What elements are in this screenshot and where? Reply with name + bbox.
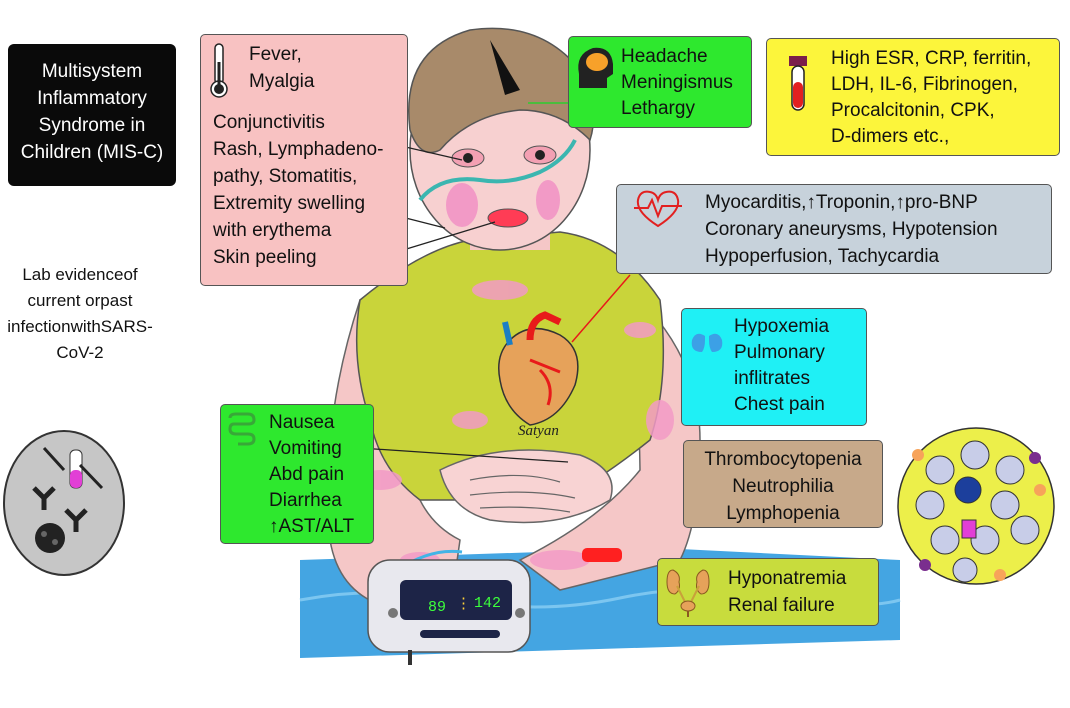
lab-evidence-line-2: past infection [7,291,133,336]
gi-box-line-2: Abd pain [269,464,345,485]
blood-tube-icon [789,56,807,111]
heart-pulse-icon [634,190,682,228]
cardiac-box-line-2: Hypoperfusion, Tachycardia [705,246,940,267]
heme-box-line-2: Lymphopenia [726,503,840,524]
kidneys-icon [666,569,710,617]
heart-label: Satyan [518,423,559,439]
pulmonary-box-line-3: Chest pain [734,394,825,415]
cardiac-box-line-0: Myocarditis,↑Troponin,↑pro-BNP [705,192,978,213]
neuro-box-line-0: Headache [621,46,708,67]
pulmonary-box-line-2: inflitrates [734,368,811,389]
rash-red-patch [582,548,622,562]
lab-box-line-2: Procalcitonin, CPK, [831,100,995,121]
heme-box-line-1: Neutrophilia [732,476,834,497]
title-box-line-0: Multisystem [41,61,143,82]
neuro-box-line-2: Lethargy [621,98,695,119]
fever-box-line-0: Fever, [249,44,302,65]
lab-box-line-1: LDH, IL-6, Fibrinogen, [831,74,1018,95]
title-box-line-2: Syndrome in [38,115,146,136]
pulmonary-box-line-1: Pulmonary [734,342,825,363]
gi-box-line-4: ↑AST/ALT [269,516,355,537]
gi-box-line-0: Nausea [269,412,335,433]
cheek-rash-left [446,183,478,227]
monitor-indicator-icon: ⋮ [456,596,471,613]
nasal-cannula [418,139,577,202]
gi-box-line-3: Diarrhea [269,490,342,511]
heart-coronary [529,358,561,406]
sars-cov-2-icon [3,430,125,576]
fever-box-line-3: Conjunctivitis [213,112,325,133]
heart-aorta [526,311,562,341]
renal-box-line-1: Renal failure [728,595,835,616]
monitor-value-right: 142 [474,595,502,612]
heart-vessel-blue [502,321,513,346]
finger-lines [469,474,576,513]
monitor-value-left: 89 [428,599,447,616]
pulmonary-box-line-0: Hypoxemia [734,316,830,337]
fever-box-line-4: Rash, Lymphadeno- [213,139,384,160]
heme-box-line-0: Thrombocytopenia [704,449,862,470]
hands [439,449,613,524]
hair-streak [490,40,520,95]
cardiac-box: Myocarditis,↑Troponin,↑pro-BNP Coronary a… [616,184,1052,274]
lab-evidence-line-3: with [70,317,101,336]
lab-evidence-text: Lab evidenceof current orpast infectionw… [6,262,154,366]
fever-box-line-8: Skin peeling [213,247,317,268]
lab-evidence-line-1: of current or [27,265,138,310]
fever-box-line-5: pathy, Stomatitis, [213,166,358,187]
title-box-line-1: Inflammatory [37,88,147,109]
neuro-box-line-1: Meningismus [621,72,733,93]
renal-box-line-0: Hyponatremia [728,568,847,589]
intestine-icon [228,412,256,446]
cardiac-box-line-1: Coronary aneurysms, Hypotension [705,219,998,240]
brain-head-icon [578,47,613,88]
gi-box-line-1: Vomiting [269,438,342,459]
lab-evidence-line-4: SARS-CoV-2 [56,317,153,362]
lips [487,208,529,228]
heart-drawing [498,327,579,426]
lab-markers-box: High ESR, CRP, ferritin, LDH, IL-6, Fibri… [766,38,1060,156]
arrow-cardiac [571,274,631,343]
fever-box-line-7: with erythema [213,220,332,241]
title-box-line-3: Children (MIS-C) [20,142,164,163]
fever-box-line-1: Myalgia [249,71,315,92]
lab-box-line-3: D-dimers etc., [831,126,950,147]
lab-box-line-0: High ESR, CRP, ferritin, [831,48,1032,69]
blood-smear-icon [897,427,1055,585]
thermometer-icon [210,43,228,98]
fever-box-line-2 [213,95,407,109]
lab-evidence-line-0: Lab evidence [22,265,124,284]
cheek-rash-right [536,180,560,220]
lungs-icon [691,326,723,352]
fever-box-line-6: Extremity swelling [213,193,366,214]
vital-monitor [367,549,531,665]
